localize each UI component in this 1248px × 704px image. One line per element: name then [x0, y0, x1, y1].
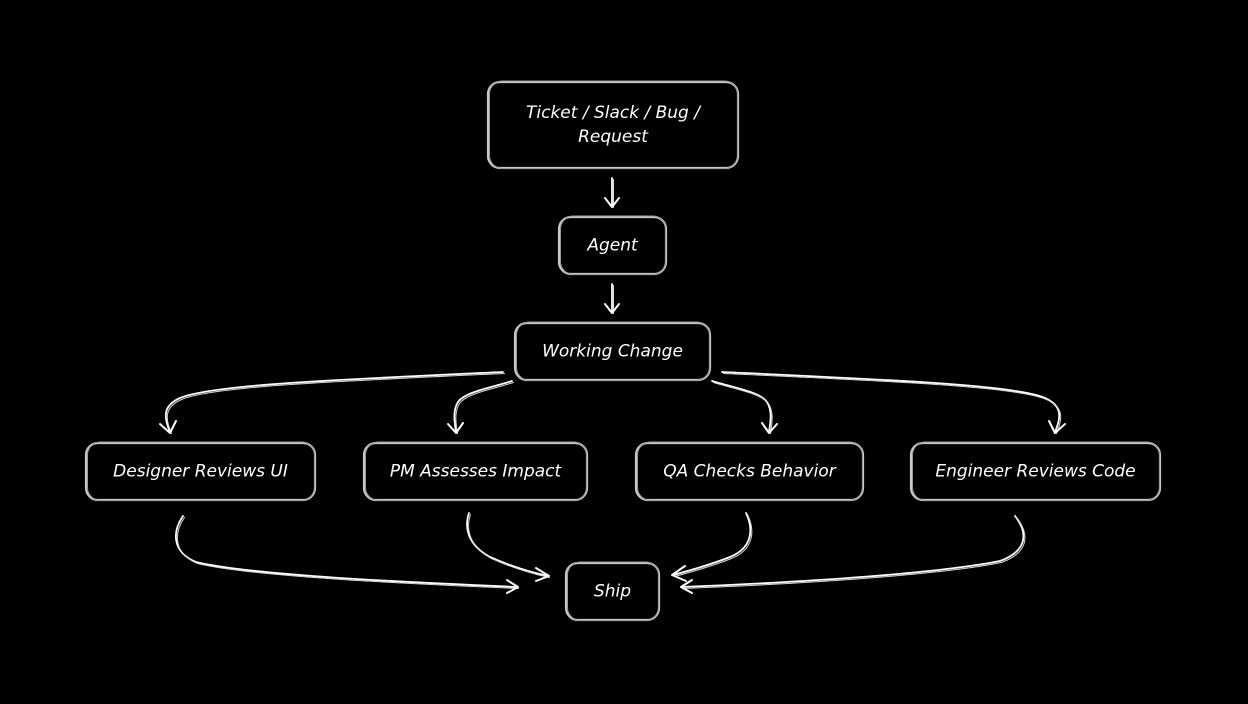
edge-pm-to-ship — [466, 512, 550, 582]
node-label: Agent — [586, 236, 639, 256]
node-designer: Designer Reviews UI — [84, 441, 317, 502]
node-label: PM Assesses Impact — [390, 462, 563, 482]
edge-working-change-to-pm — [447, 380, 514, 434]
arrowhead-icon — [671, 565, 687, 582]
edge-line — [453, 380, 513, 433]
edge-working-change-to-designer — [159, 371, 505, 434]
node-working-change: Working Change — [513, 321, 712, 382]
node-box-sketch — [567, 561, 659, 621]
node-source: Ticket / Slack / Bug / Request — [486, 80, 740, 170]
arrowhead-icon — [604, 303, 620, 314]
edge-line — [721, 371, 1061, 433]
edge-engineer-to-ship — [680, 515, 1026, 594]
edge-working-change-to-qa — [711, 380, 778, 434]
edge-line-sketch — [166, 373, 505, 434]
node-qa: QA Checks Behavior — [634, 441, 865, 502]
node-ship: Ship — [564, 561, 661, 622]
nodes-layer: Ticket / Slack / Bug / RequestAgentWorkin… — [84, 80, 1162, 622]
edge-line-sketch — [468, 514, 550, 578]
node-engineer: Engineer Reviews Code — [909, 441, 1162, 502]
node-box-sketch — [516, 321, 710, 381]
edge-line — [680, 515, 1025, 588]
node-pm: PM Assesses Impact — [362, 441, 589, 502]
arrowhead-icon — [447, 422, 464, 434]
node-box-sketch — [489, 80, 738, 169]
edge-working-change-to-engineer — [721, 371, 1066, 434]
arrowhead-icon — [680, 579, 693, 594]
node-label: Designer Reviews UI — [113, 462, 288, 482]
edge-designer-to-ship — [175, 515, 519, 594]
arrowhead-icon — [159, 420, 177, 434]
node-label: Request — [578, 127, 649, 147]
node-box-sketch — [912, 441, 1160, 501]
edge-qa-to-ship — [671, 512, 753, 582]
edge-line — [175, 515, 518, 588]
node-label: Ticket / Slack / Bug / — [526, 103, 702, 123]
arrowhead-icon — [535, 567, 550, 582]
edge-line — [164, 371, 504, 433]
edge-line-sketch — [682, 517, 1026, 589]
node-label: Working Change — [542, 342, 683, 362]
arrowhead-icon — [1048, 420, 1066, 434]
arrowhead-icon — [604, 197, 620, 208]
edge-line — [466, 512, 549, 577]
edge-line-sketch — [455, 382, 514, 434]
edge-line-sketch — [674, 514, 753, 577]
node-agent: Agent — [557, 215, 668, 276]
node-box-sketch — [87, 441, 315, 501]
node-box-sketch — [637, 441, 863, 501]
edge-agent-to-working-change — [604, 283, 620, 314]
edge-line-sketch — [713, 382, 773, 434]
node-label: QA Checks Behavior — [663, 462, 836, 482]
edge-line-sketch — [176, 517, 519, 589]
edge-source-to-agent — [604, 177, 620, 208]
node-label: Ship — [594, 582, 631, 602]
node-box-sketch — [560, 215, 666, 275]
edge-line — [672, 512, 752, 576]
node-box-sketch — [365, 441, 587, 501]
arrowhead-icon — [506, 579, 519, 594]
edge-line-sketch — [723, 373, 1062, 434]
node-label: Engineer Reviews Code — [935, 462, 1135, 482]
arrowhead-icon — [761, 422, 778, 434]
node-box — [486, 80, 740, 170]
edges-layer — [159, 177, 1066, 594]
